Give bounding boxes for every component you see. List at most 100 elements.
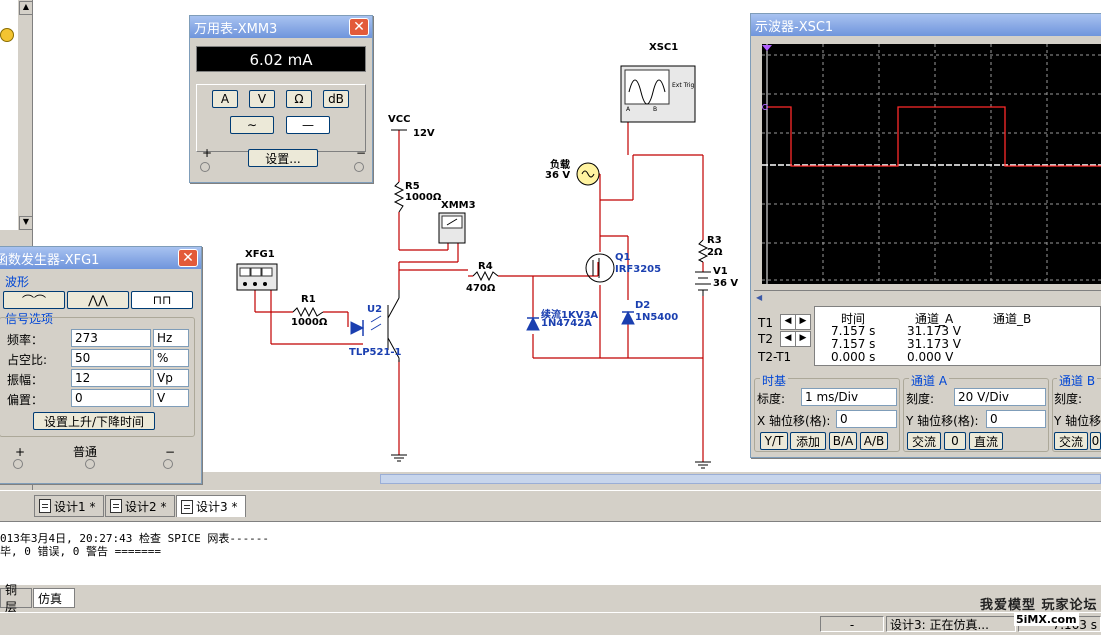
scope-hscroll[interactable]: ◀ xyxy=(754,290,1101,305)
clock-icon[interactable] xyxy=(0,28,14,42)
u2-part: TLP521-1 xyxy=(349,347,402,358)
d1-part: 1N4742A xyxy=(541,318,592,329)
frequency-input[interactable]: 273 xyxy=(71,329,151,347)
close-icon[interactable]: ✕ xyxy=(349,18,369,36)
square-wave-button[interactable]: ⊓⊓ xyxy=(131,291,193,309)
r5-value: 1000Ω xyxy=(405,192,442,203)
tab-copper-layer[interactable]: 铜层 xyxy=(0,583,32,614)
channel-a-scale-input[interactable]: 20 V/Div xyxy=(954,388,1046,406)
frequency-unit[interactable]: Hz xyxy=(153,329,189,347)
t2t1-label: T2-T1 xyxy=(758,350,792,364)
amplitude-label: 振幅： xyxy=(7,373,44,387)
x-position-label: X 轴位移(格): xyxy=(757,414,831,428)
signal-options-group xyxy=(0,317,195,437)
plus-terminal[interactable] xyxy=(200,162,210,172)
scroll-left-icon[interactable]: ◀ xyxy=(756,293,763,302)
t2-left-arrow-icon[interactable]: ◀ xyxy=(780,331,796,347)
t2-right-arrow-icon[interactable]: ▶ xyxy=(795,331,811,347)
d2-label: D2 xyxy=(635,300,651,311)
duty-input[interactable]: 50 xyxy=(71,349,151,367)
scroll-down-icon[interactable]: ▼ xyxy=(19,216,33,230)
t1-right-arrow-icon[interactable]: ▶ xyxy=(795,314,811,330)
timebase-scale-label: 标度: xyxy=(757,392,786,406)
multimeter-window[interactable]: 万用表-XMM3 ✕ 6.02 mA A V Ω dB ∼ — + − 设置..… xyxy=(189,15,373,183)
spice-log: 013年3月4日, 20:27:43 检查 SPICE 网表------ 毕, … xyxy=(0,521,1101,585)
signal-options-group-label: 信号选项 xyxy=(3,310,56,327)
channel-a-zero-button[interactable]: 0 xyxy=(944,432,966,450)
ac-mode-button[interactable]: ∼ xyxy=(230,116,274,134)
tab-design2[interactable]: 设计2 * xyxy=(105,495,175,517)
channel-a-group-label: 通道 A xyxy=(909,372,950,389)
header-channel-a: 通道_A xyxy=(915,312,954,326)
d2-part: 1N5400 xyxy=(635,312,679,323)
offset-input[interactable]: 0 xyxy=(71,389,151,407)
funcgen-common-label: 普通 xyxy=(73,445,98,459)
u2-label: U2 xyxy=(367,304,383,315)
mode-ohm-button[interactable]: Ω xyxy=(286,90,312,108)
channel-a-ypos-input[interactable]: 0 xyxy=(986,410,1046,428)
mode-ampere-button[interactable]: A xyxy=(212,90,238,108)
scope-screen[interactable] xyxy=(762,44,1101,284)
triangle-wave-button[interactable]: ⋀⋀ xyxy=(67,291,129,309)
dc-line-icon: — xyxy=(302,118,314,132)
mode-db-button[interactable]: dB xyxy=(323,90,349,108)
scope-title: 示波器-XSC1 xyxy=(755,19,834,35)
multimeter-titlebar[interactable]: 万用表-XMM3 ✕ xyxy=(190,16,372,38)
canvas-hscroll[interactable] xyxy=(380,472,1101,486)
channel-b-zero-button[interactable]: 0 xyxy=(1090,432,1101,450)
minus-terminal[interactable] xyxy=(354,162,364,172)
status-simulation: 设计3: 正在仿真... xyxy=(886,616,1016,632)
tab-design3-label: 设计3 * xyxy=(196,500,238,514)
v1-label: V1 xyxy=(713,266,728,277)
add-button[interactable]: 添加 xyxy=(790,432,826,450)
mode-volt-button[interactable]: V xyxy=(249,90,275,108)
amplitude-input[interactable]: 12 xyxy=(71,369,151,387)
funcgen-minus-label: − xyxy=(165,445,176,459)
ab-button[interactable]: A/B xyxy=(860,432,888,450)
x-position-input[interactable]: 0 xyxy=(836,410,897,428)
funcgen-common-terminal[interactable] xyxy=(85,459,95,469)
tab-simulation[interactable]: 仿真 xyxy=(33,588,75,608)
v1-value: 36 V xyxy=(713,278,739,289)
duty-label: 占空比: xyxy=(7,353,48,367)
t2-channel-a: 31.173 V xyxy=(907,337,962,351)
funcgen-plus-terminal[interactable] xyxy=(13,459,23,469)
offset-unit[interactable]: V xyxy=(153,389,189,407)
amplitude-unit[interactable]: Vp xyxy=(153,369,189,387)
offset-label: 偏置： xyxy=(7,393,44,407)
header-time: 时间 xyxy=(841,312,866,326)
close-icon[interactable]: ✕ xyxy=(178,249,198,267)
square-wave-icon: ⊓⊓ xyxy=(152,293,172,307)
timebase-scale-input[interactable]: 1 ms/Div xyxy=(801,388,897,406)
waveform-group-label: 波形 xyxy=(3,273,32,290)
sine-wave-icon: ⌒⌒ xyxy=(21,293,46,308)
funcgen-titlebar[interactable]: 函数发生器-XFG1 ✕ xyxy=(0,247,201,269)
schematic-doc-icon xyxy=(39,499,51,513)
timebase-group-label: 时基 xyxy=(760,372,789,389)
tab-design1[interactable]: 设计1 * xyxy=(34,495,104,517)
dc-mode-button[interactable]: — xyxy=(286,116,330,134)
funcgen-minus-terminal[interactable] xyxy=(163,459,173,469)
cursor-readout-table: 时间 通道_A 通道_B 7.157 s 31.173 V 7.157 s 31… xyxy=(814,306,1101,366)
vcc-value: 12V xyxy=(413,128,435,139)
channel-a-dc-button[interactable]: 直流 xyxy=(969,432,1003,450)
load-value: 36 V xyxy=(545,170,571,181)
yt-button[interactable]: Y/T xyxy=(760,432,788,450)
channel-b-ac-button[interactable]: 交流 xyxy=(1054,432,1088,450)
tab-design3[interactable]: 设计3 * xyxy=(176,495,246,517)
scope-titlebar[interactable]: 示波器-XSC1 xyxy=(751,14,1101,36)
funcgen-title: 函数发生器-XFG1 xyxy=(0,252,100,268)
sine-wave-button[interactable]: ⌒⌒ xyxy=(3,291,65,309)
t1-channel-a: 31.173 V xyxy=(907,324,962,338)
ba-button[interactable]: B/A xyxy=(829,432,857,450)
settings-button[interactable]: 设置... xyxy=(248,149,318,167)
channel-b-group-label: 通道 B xyxy=(1057,372,1098,389)
rise-fall-time-button[interactable]: 设置上升/下降时间 xyxy=(33,412,155,430)
t1-left-arrow-icon[interactable]: ◀ xyxy=(780,314,796,330)
duty-unit[interactable]: % xyxy=(153,349,189,367)
canvas-hscroll-thumb[interactable] xyxy=(380,474,1101,484)
channel-a-ac-button[interactable]: 交流 xyxy=(907,432,941,450)
scroll-up-icon[interactable]: ▲ xyxy=(19,1,33,15)
bottom-tabs-bar: 铜层 仿真 我爱模型 玩家论坛 xyxy=(0,583,1101,614)
funcgen-window[interactable]: 函数发生器-XFG1 ✕ 波形 ⌒⌒ ⋀⋀ ⊓⊓ 信号选项 频率： 273 Hz… xyxy=(0,246,202,484)
